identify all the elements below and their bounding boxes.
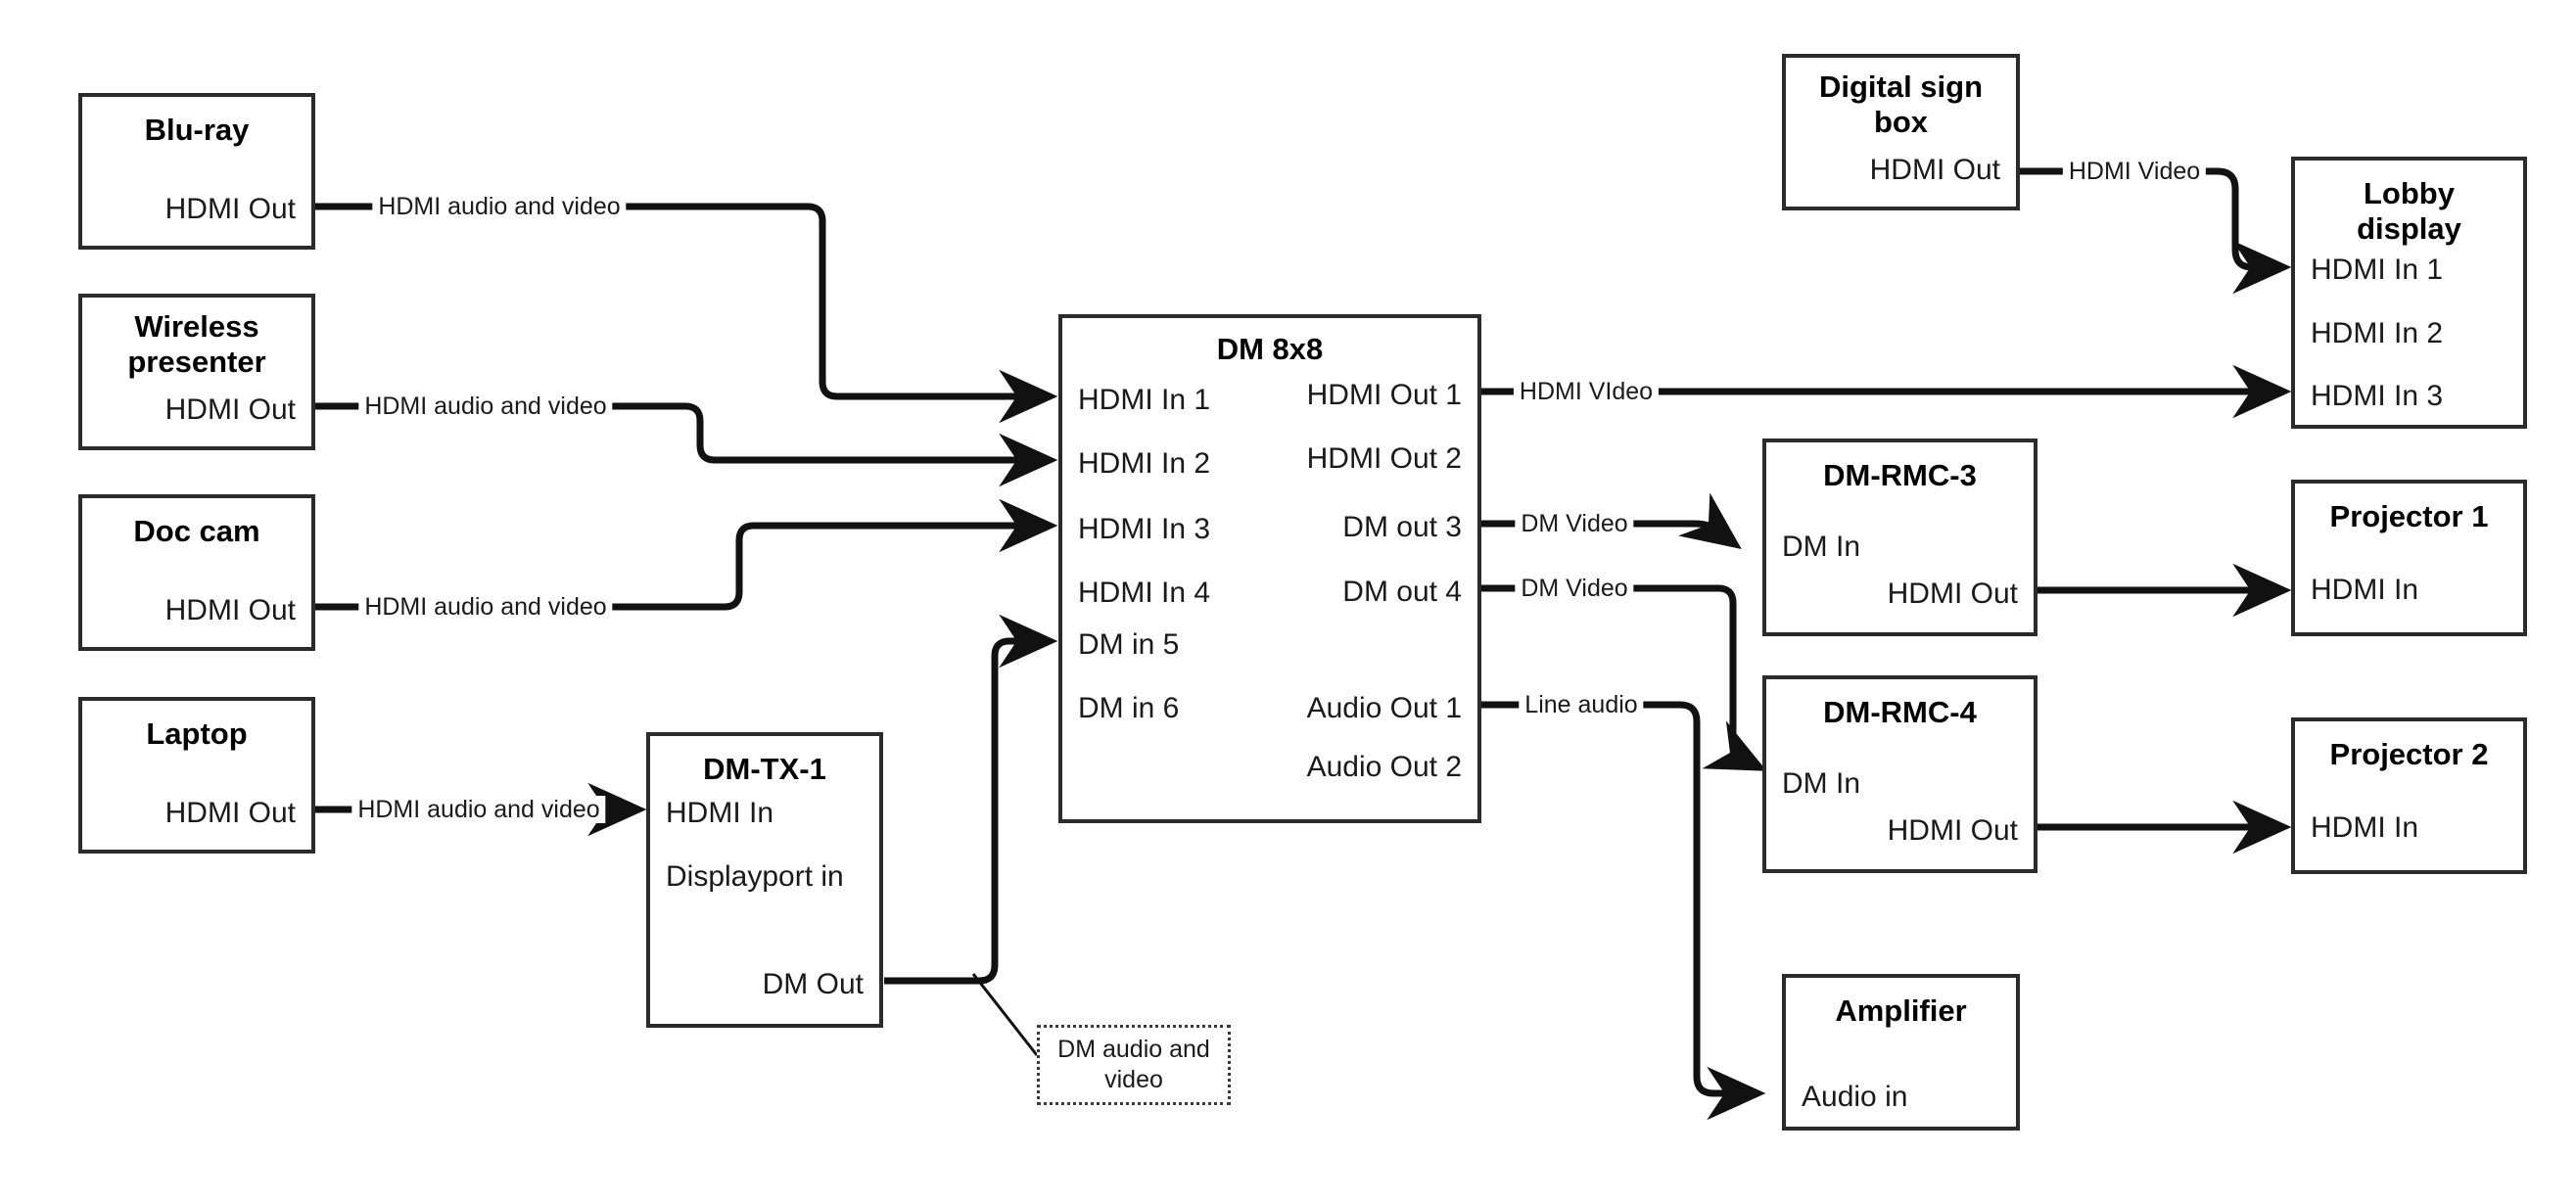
node-lobby-display-port-hdmi-in-3: HDMI In 3: [2311, 380, 2444, 412]
node-dm-8x8[interactable]: DM 8x8 HDMI In 1 HDMI In 2 HDMI In 3 HDM…: [1058, 314, 1481, 823]
node-dm-rmc-3-title: DM-RMC-3: [1823, 458, 1977, 492]
node-dm-8x8-port-hdmi-out-1: HDMI Out 1: [1306, 379, 1462, 411]
node-dm-rmc-4-port-dm-in: DM In: [1782, 767, 1861, 800]
node-dm-rmc-3-port-hdmi-out: HDMI Out: [1887, 577, 2018, 610]
leader-line-dm-note: [971, 973, 1039, 1056]
node-lobby-display-title: Lobby display: [2357, 176, 2461, 246]
edge-label-wireless-to-dm-in2: HDMI audio and video: [358, 393, 613, 420]
node-lobby-display-port-hdmi-in-2: HDMI In 2: [2311, 317, 2444, 349]
edge-label-dm-out4-to-rmc4: DM Video: [1515, 575, 1634, 602]
node-dm-8x8-port-dm-out-3: DM out 3: [1342, 511, 1462, 543]
node-doc-cam-title: Doc cam: [133, 514, 260, 548]
node-dm-rmc-3-port-dm-in: DM In: [1782, 531, 1861, 563]
wire-sign-to-lobby-in1: [2020, 167, 2292, 295]
node-projector-2[interactable]: Projector 2 HDMI In: [2291, 717, 2527, 874]
edge-label-doccam-to-dm-in3: HDMI audio and video: [358, 593, 613, 621]
wire-dmtx1-to-dm-in5: [884, 614, 1058, 985]
node-dm-8x8-port-dm-in-5: DM in 5: [1078, 628, 1180, 661]
node-wireless-presenter-title: Wireless presenter: [127, 309, 266, 379]
node-laptop-port-hdmi-out: HDMI Out: [164, 797, 296, 829]
wire-bluray-to-dm-in1: [315, 203, 1058, 424]
node-dm-8x8-port-dm-out-4: DM out 4: [1342, 576, 1462, 608]
node-wireless-presenter[interactable]: Wireless presenter HDMI Out: [78, 294, 315, 450]
node-laptop[interactable]: Laptop HDMI Out: [78, 697, 315, 854]
edge-label-laptop-to-dmtx1: HDMI audio and video: [351, 796, 606, 823]
node-dm-8x8-port-hdmi-in-4: HDMI In 4: [1078, 577, 1211, 609]
node-lobby-display[interactable]: Lobby display HDMI In 1 HDMI In 2 HDMI I…: [2291, 157, 2527, 429]
node-bluray[interactable]: Blu-ray HDMI Out: [78, 93, 315, 250]
node-dm-8x8-port-hdmi-in-1: HDMI In 1: [1078, 384, 1211, 416]
node-dm-8x8-port-hdmi-out-2: HDMI Out 2: [1306, 442, 1462, 475]
node-dm-tx-1-port-displayport-in: Displayport in: [666, 860, 844, 893]
note-dm-audio-and-video: DM audio and video: [1037, 1025, 1231, 1105]
node-dm-8x8-port-hdmi-in-2: HDMI In 2: [1078, 447, 1211, 480]
node-doc-cam[interactable]: Doc cam HDMI Out: [78, 494, 315, 651]
edge-label-dm-out1-to-lobby: HDMI VIdeo: [1513, 378, 1660, 405]
edge-label-bluray-to-dm-in1: HDMI audio and video: [372, 193, 627, 220]
wire-dm-out4-to-rmc4: [1481, 584, 1767, 771]
node-dm-tx-1[interactable]: DM-TX-1 HDMI In Displayport in DM Out: [646, 732, 883, 1028]
node-projector-1-title: Projector 1: [2329, 499, 2489, 533]
wire-dm-audio1-to-amplifier: [1481, 701, 1766, 1121]
node-projector-1-port-hdmi-in: HDMI In: [2311, 574, 2419, 606]
edge-label-sign-to-lobby: HDMI Video: [2062, 158, 2207, 185]
node-dm-rmc-3[interactable]: DM-RMC-3 DM In HDMI Out: [1762, 439, 2037, 636]
node-laptop-title: Laptop: [146, 716, 248, 751]
node-dm-8x8-port-dm-in-6: DM in 6: [1078, 692, 1180, 724]
node-digital-sign-box[interactable]: Digital sign box HDMI Out: [1782, 54, 2020, 210]
node-doc-cam-port-hdmi-out: HDMI Out: [164, 594, 296, 626]
node-dm-8x8-port-audio-out-1: Audio Out 1: [1306, 692, 1462, 724]
node-dm-tx-1-port-dm-out: DM Out: [762, 968, 864, 1000]
node-dm-8x8-port-hdmi-in-3: HDMI In 3: [1078, 513, 1211, 545]
edge-label-dm-out3-to-rmc3: DM Video: [1515, 510, 1634, 537]
node-projector-1[interactable]: Projector 1 HDMI In: [2291, 480, 2527, 636]
node-dm-8x8-title: DM 8x8: [1216, 332, 1324, 366]
node-projector-2-port-hdmi-in: HDMI In: [2311, 811, 2419, 844]
edge-label-audio1-to-amp: Line audio: [1519, 691, 1644, 718]
node-digital-sign-box-port-hdmi-out: HDMI Out: [1869, 154, 2000, 186]
node-bluray-title: Blu-ray: [144, 113, 250, 147]
node-amplifier-port-audio-in: Audio in: [1802, 1081, 1908, 1113]
node-bluray-port-hdmi-out: HDMI Out: [164, 193, 296, 225]
node-dm-rmc-4-title: DM-RMC-4: [1823, 695, 1977, 729]
node-wireless-presenter-port-hdmi-out: HDMI Out: [164, 393, 296, 426]
node-dm-tx-1-port-hdmi-in: HDMI In: [666, 797, 774, 829]
node-dm-8x8-port-audio-out-2: Audio Out 2: [1306, 751, 1462, 783]
node-digital-sign-box-title: Digital sign box: [1818, 69, 1984, 139]
node-dm-rmc-4-port-hdmi-out: HDMI Out: [1887, 814, 2018, 847]
node-lobby-display-port-hdmi-in-1: HDMI In 1: [2311, 254, 2444, 286]
node-amplifier-title: Amplifier: [1835, 993, 1967, 1028]
node-projector-2-title: Projector 2: [2329, 737, 2489, 771]
node-amplifier[interactable]: Amplifier Audio in: [1782, 974, 2020, 1131]
node-dm-tx-1-title: DM-TX-1: [703, 752, 826, 786]
node-dm-rmc-4[interactable]: DM-RMC-4 DM In HDMI Out: [1762, 675, 2037, 873]
